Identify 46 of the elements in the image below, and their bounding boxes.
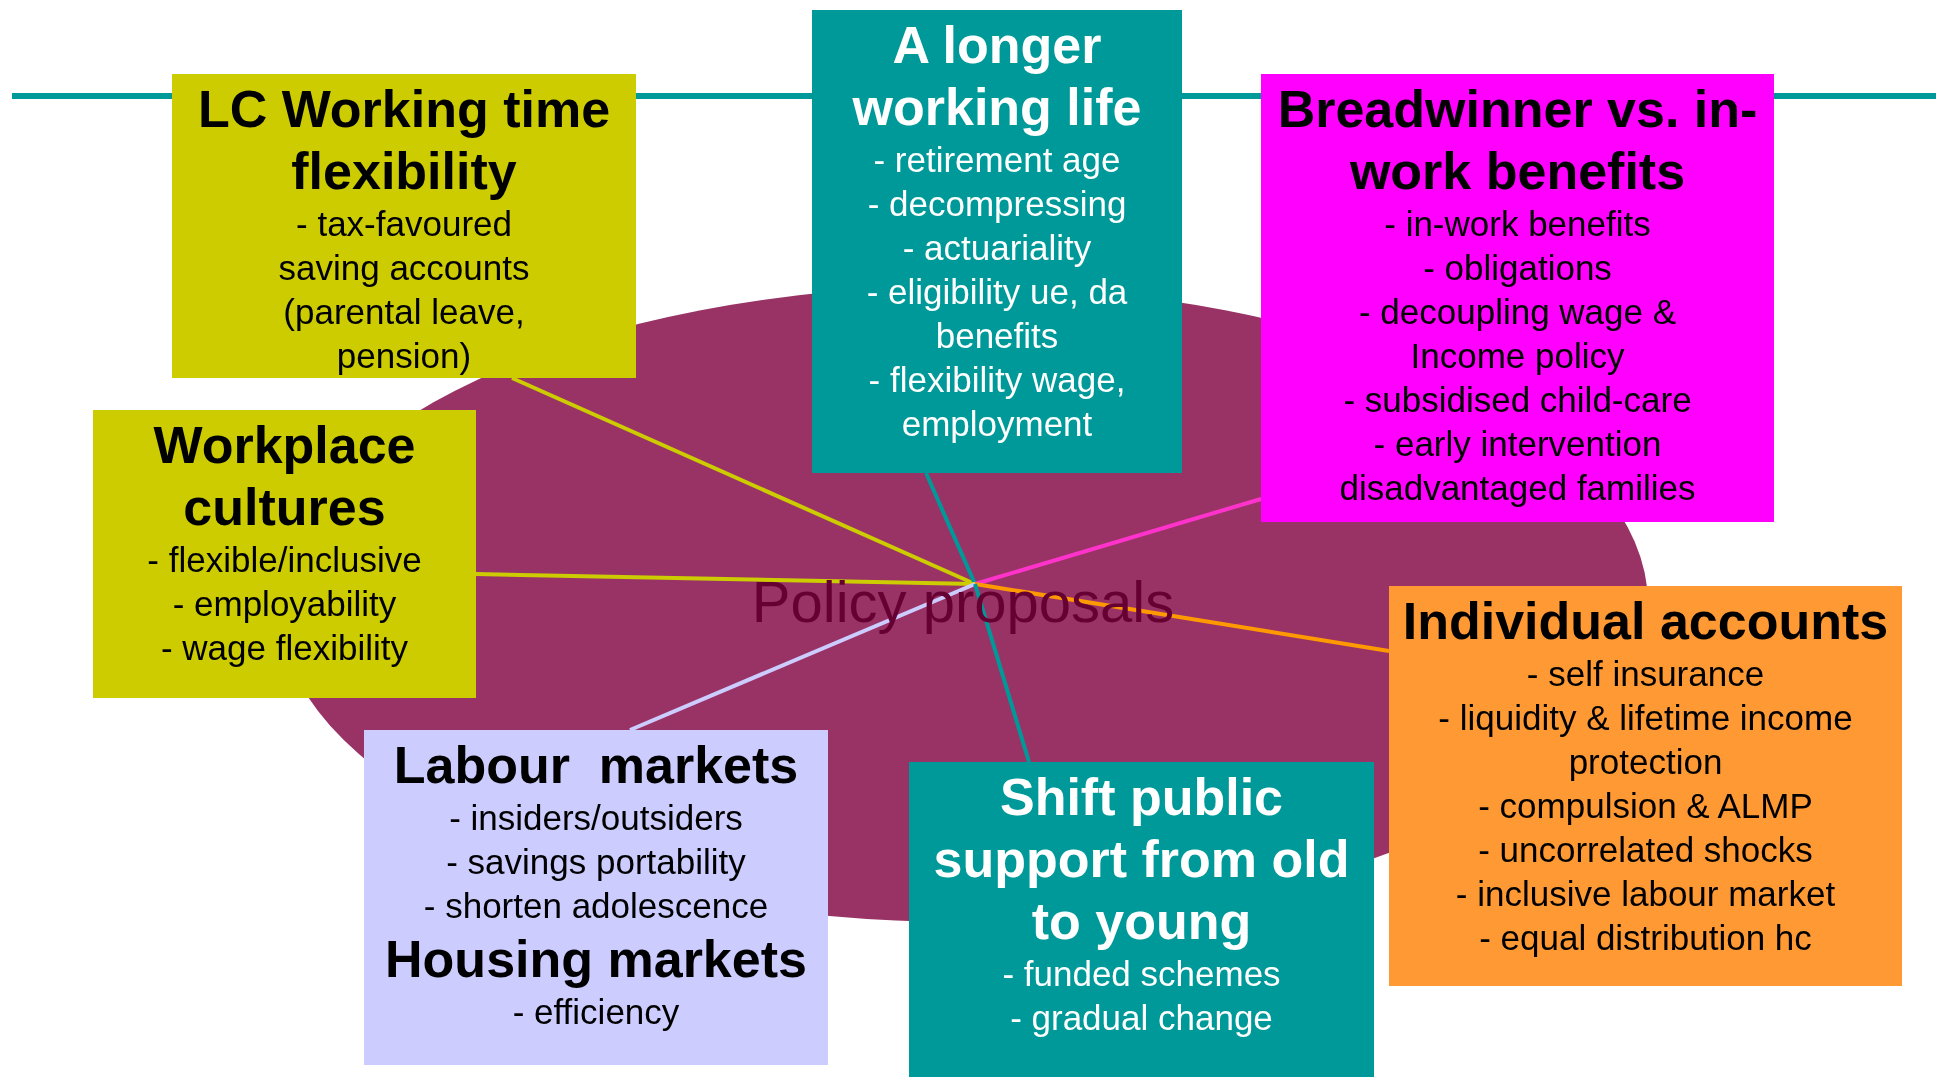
list-item: - decompressing — [867, 184, 1127, 223]
connector-line — [629, 582, 976, 732]
list-item: - obligations — [1423, 248, 1612, 287]
list-item: - flexible/inclusive — [147, 540, 422, 579]
box-heading: Shift public support from old to young — [933, 768, 1351, 950]
connector-line — [475, 572, 976, 586]
connector-line — [924, 472, 977, 585]
list-item: - subsidised child-care — [1343, 380, 1692, 419]
topic-box — [1389, 586, 1902, 986]
box-heading: LC Working time flexibility — [197, 80, 612, 200]
topic-box — [364, 730, 828, 1065]
list-item: - tax-favoured saving accounts (parental leave, pension) — [278, 204, 530, 375]
list-item: - decoupling wage & Income policy — [1358, 292, 1677, 375]
topic-box — [1261, 74, 1774, 522]
list-item: - employability — [172, 584, 397, 623]
list-item: - early intervention disadvantaged families — [1339, 424, 1696, 507]
list-item: - liquidity & lifetime income protection — [1438, 698, 1853, 781]
topic-box — [812, 10, 1182, 473]
list-item: - self insurance — [1526, 654, 1765, 693]
list-item: - uncorrelated shocks — [1478, 830, 1813, 869]
list-item: - efficiency — [512, 992, 680, 1031]
list-item: - gradual change — [1010, 998, 1273, 1037]
list-item: - wage flexibility — [160, 628, 408, 667]
connector-line — [973, 583, 1031, 763]
connector-line — [974, 497, 1262, 586]
box-heading: Housing markets — [385, 930, 807, 988]
topic-box — [93, 410, 476, 698]
box-heading: Breadwinner vs. in-work benefits — [1277, 80, 1758, 200]
topic-box — [172, 74, 636, 378]
box-heading: Workplace cultures — [153, 416, 417, 536]
list-item: - equal distribution hc — [1479, 918, 1812, 957]
topic-box — [909, 762, 1374, 1077]
list-item: - insiders/outsiders — [449, 798, 743, 837]
box-heading: Labour markets — [393, 736, 799, 794]
list-item: - savings portability — [446, 842, 746, 881]
box-heading: Individual accounts — [1402, 592, 1889, 650]
list-item: - shorten adolescence — [423, 886, 769, 925]
list-item: - eligibility ue, da benefits — [866, 272, 1128, 355]
list-item: - retirement age — [873, 140, 1121, 179]
list-item: - actuariality — [902, 228, 1092, 267]
list-item: - compulsion & ALMP — [1478, 786, 1813, 825]
box-heading: A longer working life — [852, 16, 1142, 136]
list-item: - funded schemes — [1002, 954, 1281, 993]
list-item: - in-work benefits — [1384, 204, 1651, 243]
list-item: - flexibility wage, employment — [868, 360, 1126, 443]
list-item: - inclusive labour market — [1455, 874, 1836, 913]
